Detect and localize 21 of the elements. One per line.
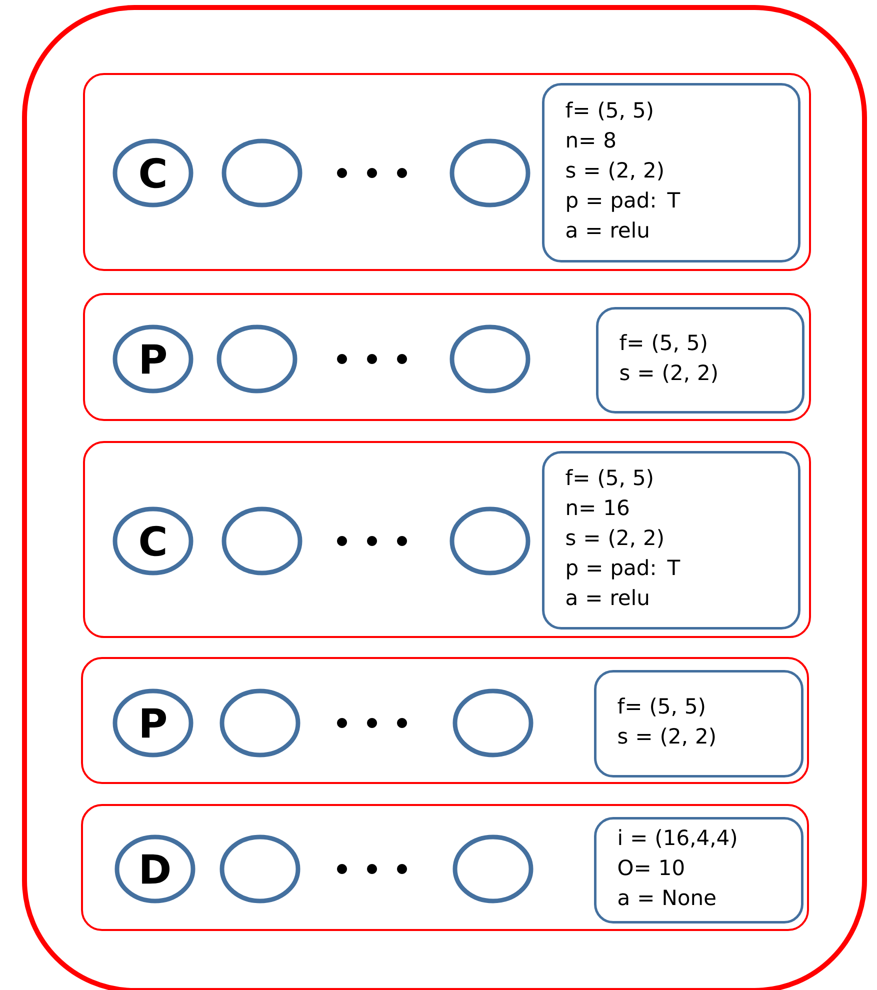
parameter-box: i = (16,4,4) O= 10 a = None xyxy=(594,817,804,924)
neuron-circle xyxy=(222,138,302,208)
parameter-box: f= (5, 5) s = (2, 2) xyxy=(596,307,804,414)
outer-frame xyxy=(22,5,867,990)
neuron-circle xyxy=(450,324,530,394)
neuron-circle xyxy=(216,324,298,394)
layer-box xyxy=(83,73,811,271)
layer-box xyxy=(83,293,811,421)
neuron-circle xyxy=(452,688,534,758)
neuron-circle xyxy=(220,688,300,758)
neuron-circle xyxy=(450,138,530,208)
parameter-box: f= (5, 5) n= 16 s = (2, 2) p = pad: T a = relu xyxy=(542,451,800,630)
layer-box xyxy=(81,804,809,931)
neuron-circle xyxy=(450,506,530,576)
neuron-circle xyxy=(452,834,534,904)
parameter-box: f= (5, 5) s = (2, 2) xyxy=(594,670,804,778)
parameter-box: f= (5, 5) n= 8 s = (2, 2) p = pad: T a = relu xyxy=(542,83,800,262)
neuron-circle xyxy=(220,834,300,904)
neuron-circle xyxy=(222,506,302,576)
layer-box xyxy=(83,441,811,638)
layer-box xyxy=(81,657,809,784)
